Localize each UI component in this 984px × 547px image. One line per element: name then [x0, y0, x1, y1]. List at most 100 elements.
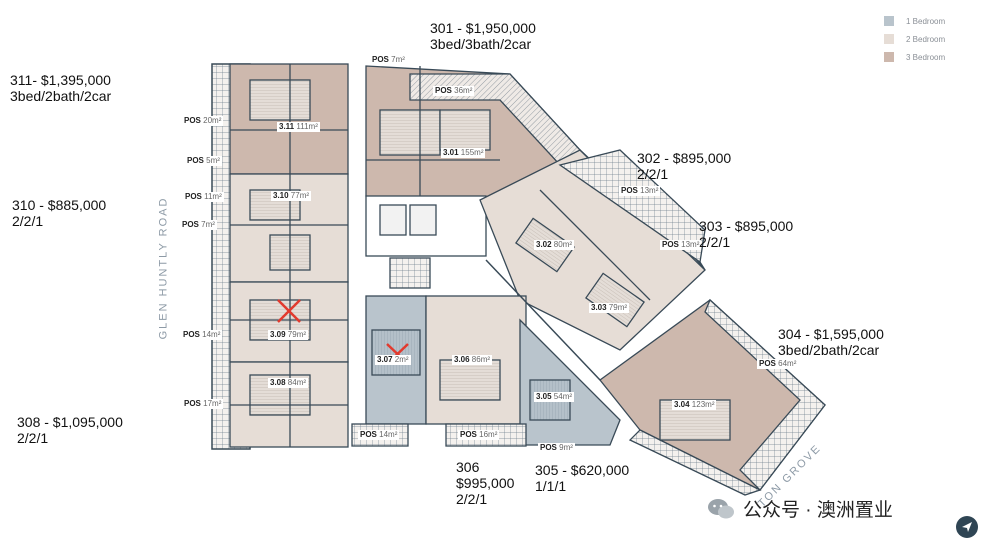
- sold-mark-309: [277, 299, 301, 323]
- price-305: 305 - $620,000 1/1/1: [535, 462, 630, 494]
- pos-label: POS 14m²: [181, 330, 223, 340]
- pos-label: POS 20m²: [182, 116, 224, 126]
- watermark-text: 公众号 · 澳洲置业: [743, 500, 893, 521]
- tag-id: 3.07: [377, 355, 393, 364]
- tag-area: 54m²: [551, 392, 573, 401]
- tag-area: 13m²: [678, 240, 700, 249]
- tag-id: POS: [460, 430, 477, 439]
- watermark: 公众号 · 澳洲置业: [707, 495, 893, 522]
- core: [365, 195, 487, 289]
- tag-area: 111m²: [294, 122, 318, 131]
- pos-label: POS 13m²: [619, 186, 661, 196]
- legend-label: 3 Bedroom: [906, 52, 946, 62]
- price-308: 308 - $1,095,000 2/2/1: [17, 414, 123, 446]
- pos-label: POS 16m²: [458, 430, 500, 440]
- tag-area: 13m²: [637, 186, 659, 195]
- pos-label: POS 5m²: [185, 156, 222, 166]
- pos-label: POS 17m²: [182, 399, 224, 409]
- tag-id: 3.08: [270, 378, 286, 387]
- tag-id: POS: [372, 55, 389, 64]
- road-label: GLEN HUNTLY ROAD: [157, 196, 170, 340]
- tag-id: POS: [540, 443, 557, 452]
- west-wing: [229, 63, 349, 448]
- legend-swatch: [884, 52, 894, 62]
- price-306: 306 $995,000 2/2/1: [456, 459, 515, 507]
- tag-area: 79m²: [606, 303, 628, 312]
- tag-area: 155m²: [458, 148, 484, 157]
- pos-label: POS 14m²: [358, 430, 400, 440]
- price-301: 301 - $1,950,000 3bed/3bath/2car: [430, 20, 536, 52]
- legend-swatch: [884, 34, 894, 44]
- tag-id: 3.03: [591, 303, 607, 312]
- tag-id: POS: [183, 330, 200, 339]
- next-button[interactable]: [956, 516, 978, 538]
- tag-area: 80m²: [551, 240, 573, 249]
- tag-id: POS: [182, 220, 199, 229]
- pos-label: POS 11m²: [183, 192, 224, 202]
- unit-label: 3.05 54m²: [534, 392, 575, 402]
- pos-label: POS 13m²: [660, 240, 702, 250]
- tag-id: 3.02: [536, 240, 552, 249]
- tag-area: 20m²: [200, 116, 222, 125]
- tag-id: POS: [759, 359, 776, 368]
- legend-swatch: [884, 16, 894, 26]
- legend-item: 3 Bedroom: [884, 48, 945, 66]
- tag-area: 123m²: [689, 400, 715, 409]
- unit-label: 3.10 77m²: [271, 191, 312, 201]
- pos-label: POS 36m²: [433, 86, 475, 96]
- tag-area: 84m²: [285, 378, 307, 387]
- unit-label: 3.01 155m²: [441, 148, 486, 158]
- price-303: 303 - $895,000 2/2/1: [699, 218, 794, 250]
- tag-id: POS: [184, 116, 201, 125]
- legend-label: 1 Bedroom: [906, 16, 946, 26]
- unit-label: 3.09 79m²: [268, 330, 309, 340]
- legend-item: 1 Bedroom: [884, 12, 945, 30]
- price-304: 304 - $1,595,000 3bed/2bath/2car: [778, 326, 884, 358]
- tag-area: 2m²: [392, 355, 409, 364]
- tag-id: POS: [662, 240, 679, 249]
- tag-area: 79m²: [285, 330, 307, 339]
- price-310: 310 - $885,000 2/2/1: [12, 197, 107, 229]
- unit-label: 3.08 84m²: [268, 378, 309, 388]
- tag-area: 11m²: [201, 192, 222, 201]
- pos-label: POS 7m²: [370, 55, 407, 65]
- tag-area: 17m²: [200, 399, 222, 408]
- pos-label: POS 7m²: [180, 220, 217, 230]
- unit-label: 3.06 86m²: [452, 355, 493, 365]
- tag-area: 7m²: [388, 55, 405, 64]
- legend-item: 2 Bedroom: [884, 30, 945, 48]
- tag-id: 3.04: [674, 400, 690, 409]
- tag-id: POS: [187, 156, 204, 165]
- pos-label: POS 9m²: [538, 443, 575, 453]
- tag-area: 9m²: [556, 443, 573, 452]
- tag-area: 7m²: [198, 220, 215, 229]
- tag-id: POS: [435, 86, 452, 95]
- price-302: 302 - $895,000 2/2/1: [637, 150, 732, 182]
- tag-area: 5m²: [203, 156, 220, 165]
- tag-id: 3.09: [270, 330, 286, 339]
- tag-area: 16m²: [476, 430, 498, 439]
- pos-label: POS 64m²: [757, 359, 799, 369]
- east-diagonal: [479, 149, 706, 351]
- tag-id: 3.01: [443, 148, 459, 157]
- tag-id: POS: [621, 186, 638, 195]
- unit-label: 3.02 80m²: [534, 240, 575, 250]
- tag-area: 14m²: [199, 330, 221, 339]
- tag-area: 77m²: [288, 191, 310, 200]
- unit-label: 3.11 111m²: [277, 122, 320, 132]
- unit-label: 3.07 2m²: [375, 355, 411, 365]
- tag-id: POS: [185, 192, 202, 201]
- tag-area: 86m²: [469, 355, 491, 364]
- price-311: 311- $1,395,000 3bed/2bath/2car: [10, 72, 112, 104]
- tag-id: 3.10: [273, 191, 289, 200]
- legend-label: 2 Bedroom: [906, 34, 946, 44]
- tag-area: 36m²: [451, 86, 473, 95]
- unit-label: 3.03 79m²: [589, 303, 630, 313]
- tag-area: 14m²: [376, 430, 398, 439]
- tag-id: 3.06: [454, 355, 470, 364]
- wechat-icon: [708, 498, 734, 518]
- tag-id: POS: [184, 399, 201, 408]
- tag-id: 3.11: [279, 122, 295, 131]
- tag-id: POS: [360, 430, 377, 439]
